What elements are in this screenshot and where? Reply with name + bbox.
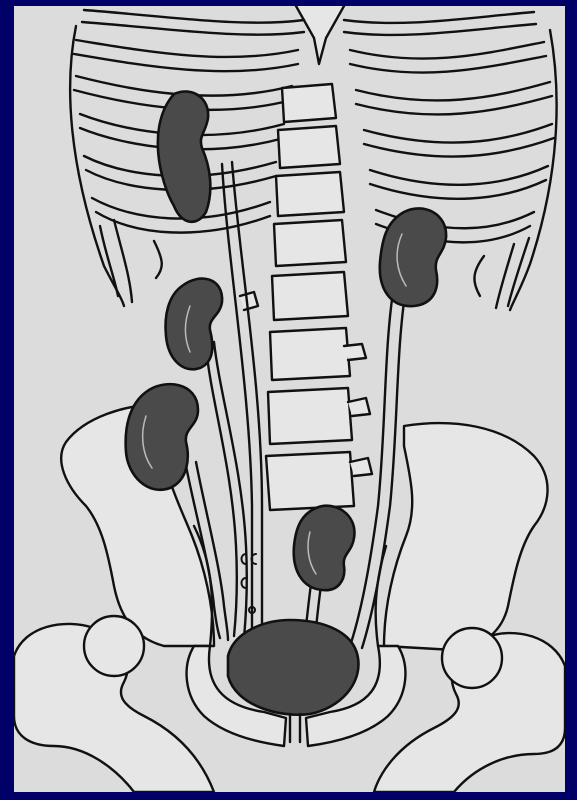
kidney-left-high — [166, 279, 223, 370]
rib-left-1b — [82, 22, 304, 35]
rib-left-8 — [154, 241, 162, 278]
rib-right-2 — [350, 42, 544, 59]
rib-right-4b — [364, 138, 554, 157]
coil-mark — [252, 554, 257, 564]
rib-right-1b — [344, 24, 536, 35]
bladder — [228, 620, 358, 715]
vertebra-4 — [274, 220, 346, 266]
femur-head-right — [442, 628, 502, 688]
rib-right-8 — [474, 256, 484, 296]
rib-right-5 — [370, 166, 548, 185]
kidney-ectopic-upper-left — [158, 91, 211, 221]
sternum — [296, 6, 344, 64]
vertebra-2 — [278, 126, 340, 168]
transverse-process — [240, 292, 258, 310]
vertebra-1 — [282, 84, 336, 122]
anatomy-drawing — [14, 6, 565, 792]
rib-right-3b — [356, 96, 552, 114]
rib-left-2b — [74, 54, 298, 71]
femur-head-left — [84, 616, 144, 676]
kidney-pelvic — [294, 506, 355, 590]
vertebra-3 — [276, 172, 344, 216]
rib-left-2 — [76, 40, 298, 57]
rib-left-costal — [70, 26, 124, 306]
vertebra-5 — [272, 272, 348, 320]
rib-right-4 — [364, 124, 552, 143]
urethra — [290, 714, 300, 742]
rib-right-3 — [356, 82, 550, 100]
ilium-right — [384, 423, 548, 650]
rib-right-1 — [344, 12, 534, 23]
rib-right-5b — [370, 180, 546, 199]
rib-right-7b — [496, 244, 514, 308]
ureter-coils — [242, 554, 257, 613]
scanned-illustration — [14, 6, 565, 792]
vertebra-8 — [266, 452, 354, 510]
coil-mark — [242, 578, 247, 588]
rib-left-1 — [84, 10, 304, 23]
transverse-process — [348, 398, 370, 416]
vertebra-6 — [270, 328, 350, 380]
rib-right-costal — [510, 30, 557, 310]
kidney-right — [380, 208, 446, 306]
vertebra-7 — [268, 388, 352, 444]
transverse-process — [350, 458, 372, 476]
